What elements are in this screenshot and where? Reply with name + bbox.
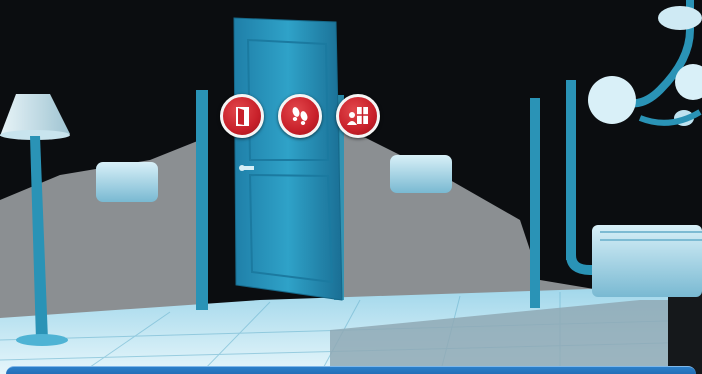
room-hotspot-button[interactable] [336, 94, 380, 138]
bottom-panel [6, 366, 696, 374]
footsteps-icon [287, 103, 313, 129]
wall-light-right [390, 155, 452, 193]
door-icon [229, 103, 255, 129]
wall-light-left [96, 162, 158, 202]
person-room-icon [345, 103, 371, 129]
footsteps-hotspot-button[interactable] [278, 94, 322, 138]
radiator [592, 225, 702, 297]
door-hotspot-button[interactable] [220, 94, 264, 138]
